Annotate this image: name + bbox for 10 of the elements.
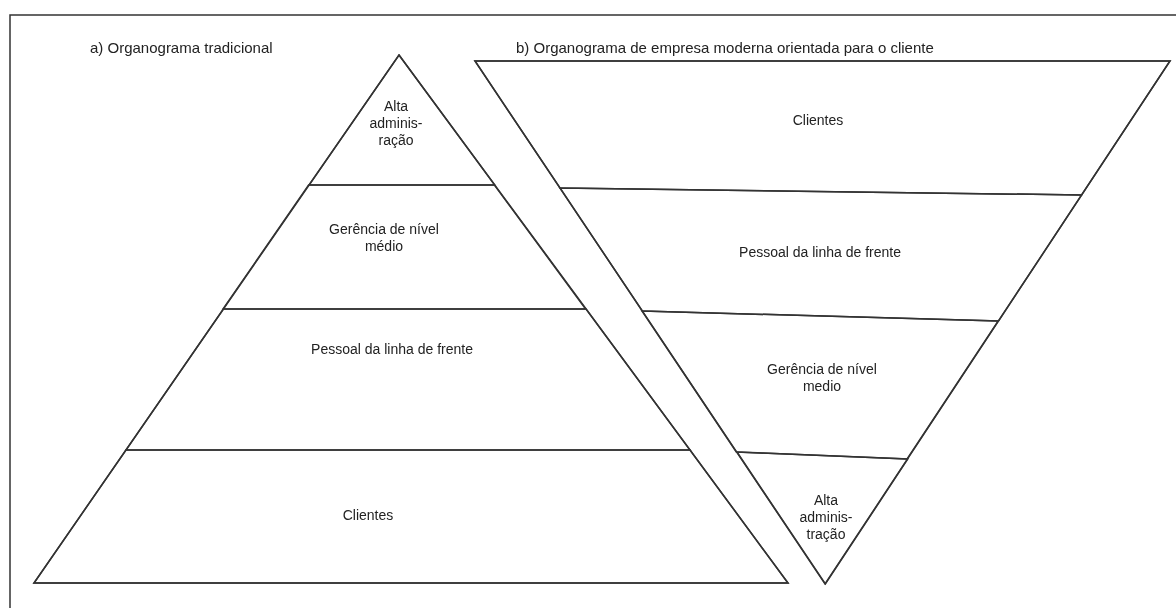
tier-label: Alta adminis- ração xyxy=(368,97,424,149)
diagram-heading: b) Organograma de empresa moderna orientada para o cliente xyxy=(516,38,934,56)
tier-label: Pessoal da linha de frente xyxy=(738,243,902,261)
tier-label: Clientes xyxy=(791,111,845,129)
tier-label: Alta adminis- tração xyxy=(798,491,854,543)
tier-label: Pessoal da linha de frente xyxy=(310,340,474,358)
tier-label: Gerência de nível médio xyxy=(328,221,440,255)
tier-label: Gerência de nível medio xyxy=(766,361,878,395)
diagram-heading: a) Organograma tradicional xyxy=(90,38,273,56)
tier-label: Clientes xyxy=(341,506,395,524)
